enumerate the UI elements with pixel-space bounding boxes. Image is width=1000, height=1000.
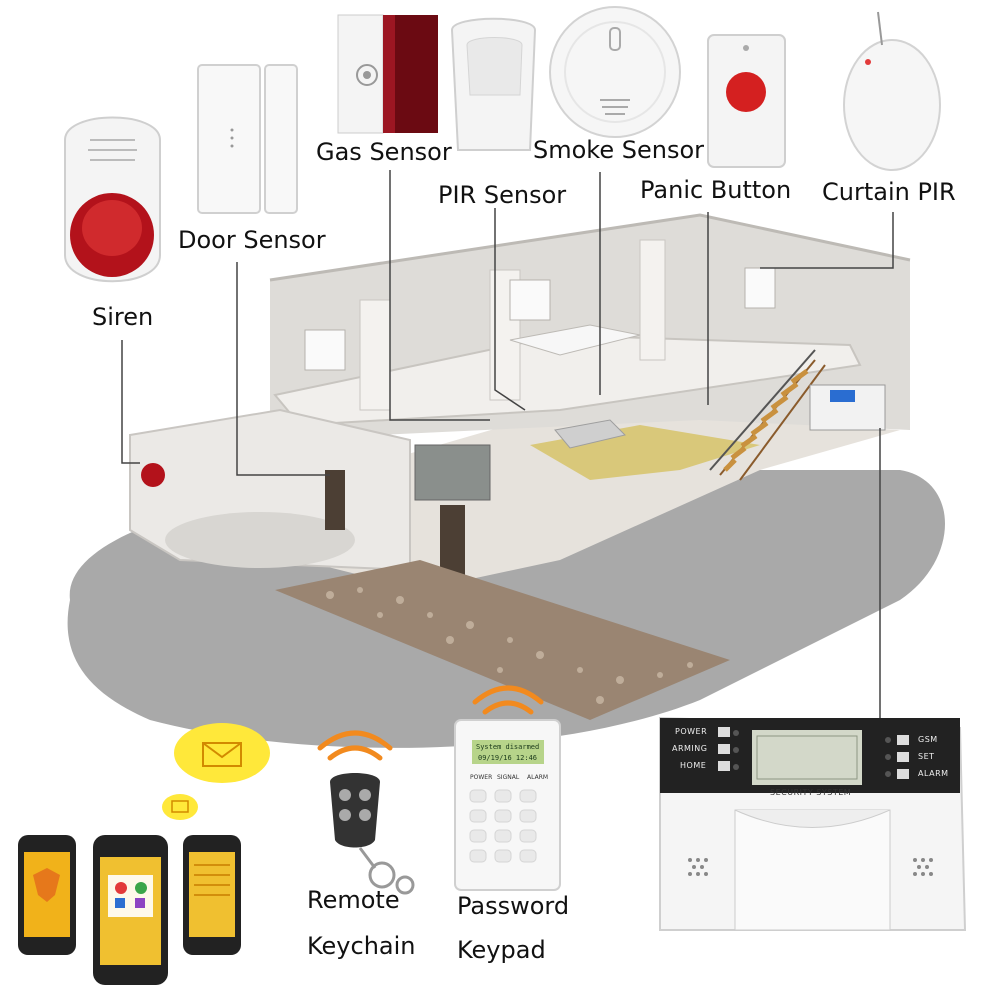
wifi-waves-keypad (472, 685, 544, 715)
curtain-pir-device (843, 11, 941, 171)
keypad-signal-label: SIGNAL (497, 774, 520, 781)
keypad-label-line2: Keypad (457, 936, 546, 964)
wifi-waves-remote (317, 730, 393, 761)
panel-alarm-label: ALARM (918, 769, 949, 778)
message-bubble-large (174, 723, 270, 783)
control-panel-device (659, 716, 967, 931)
pir-sensor-device (450, 17, 537, 151)
keypad-alarm-label: ALARM (527, 774, 549, 781)
remote-label-line2: Keychain (307, 932, 416, 960)
keypad-lcd-line1: System disarmed (476, 743, 540, 751)
smartphone-right (183, 835, 241, 955)
password-keypad-device (454, 719, 561, 891)
smartphone-center (93, 835, 168, 985)
keypad-power-label: POWER (470, 774, 493, 781)
remote-keychain-device (330, 773, 415, 895)
panic-button-device (707, 34, 786, 168)
panel-arming-label: ARMING (672, 744, 708, 753)
message-bubble-small (162, 794, 198, 820)
door-sensor-device (197, 64, 298, 214)
smoke-sensor-device (549, 6, 681, 138)
remote-label-line1: Remote (307, 886, 400, 914)
keypad-lcd-line2: 09/19/16 12:46 (478, 754, 538, 762)
panel-home-label: HOME (680, 761, 707, 770)
keypad-label-line1: Password (457, 892, 570, 920)
pir-sensor-label: PIR Sensor (438, 181, 567, 209)
panic-button-label: Panic Button (640, 176, 792, 204)
panel-brand-label: SECURITY SYSTEM (770, 788, 852, 797)
mounted-siren (141, 463, 165, 487)
pointer-lines (121, 170, 894, 720)
smartphone-left (18, 835, 76, 955)
siren-label: Siren (92, 303, 154, 331)
gas-sensor-device (337, 14, 438, 134)
staircase (709, 349, 826, 481)
door-sensor-label: Door Sensor (178, 226, 326, 254)
curtain-pir-label: Curtain PIR (822, 178, 956, 206)
siren-device (64, 116, 161, 283)
panel-gsm-label: GSM (918, 735, 938, 744)
panel-power-label: POWER (675, 727, 708, 736)
smoke-sensor-label: Smoke Sensor (533, 136, 704, 164)
panel-set-label: SET (918, 752, 935, 761)
gas-sensor-label: Gas Sensor (316, 138, 452, 166)
